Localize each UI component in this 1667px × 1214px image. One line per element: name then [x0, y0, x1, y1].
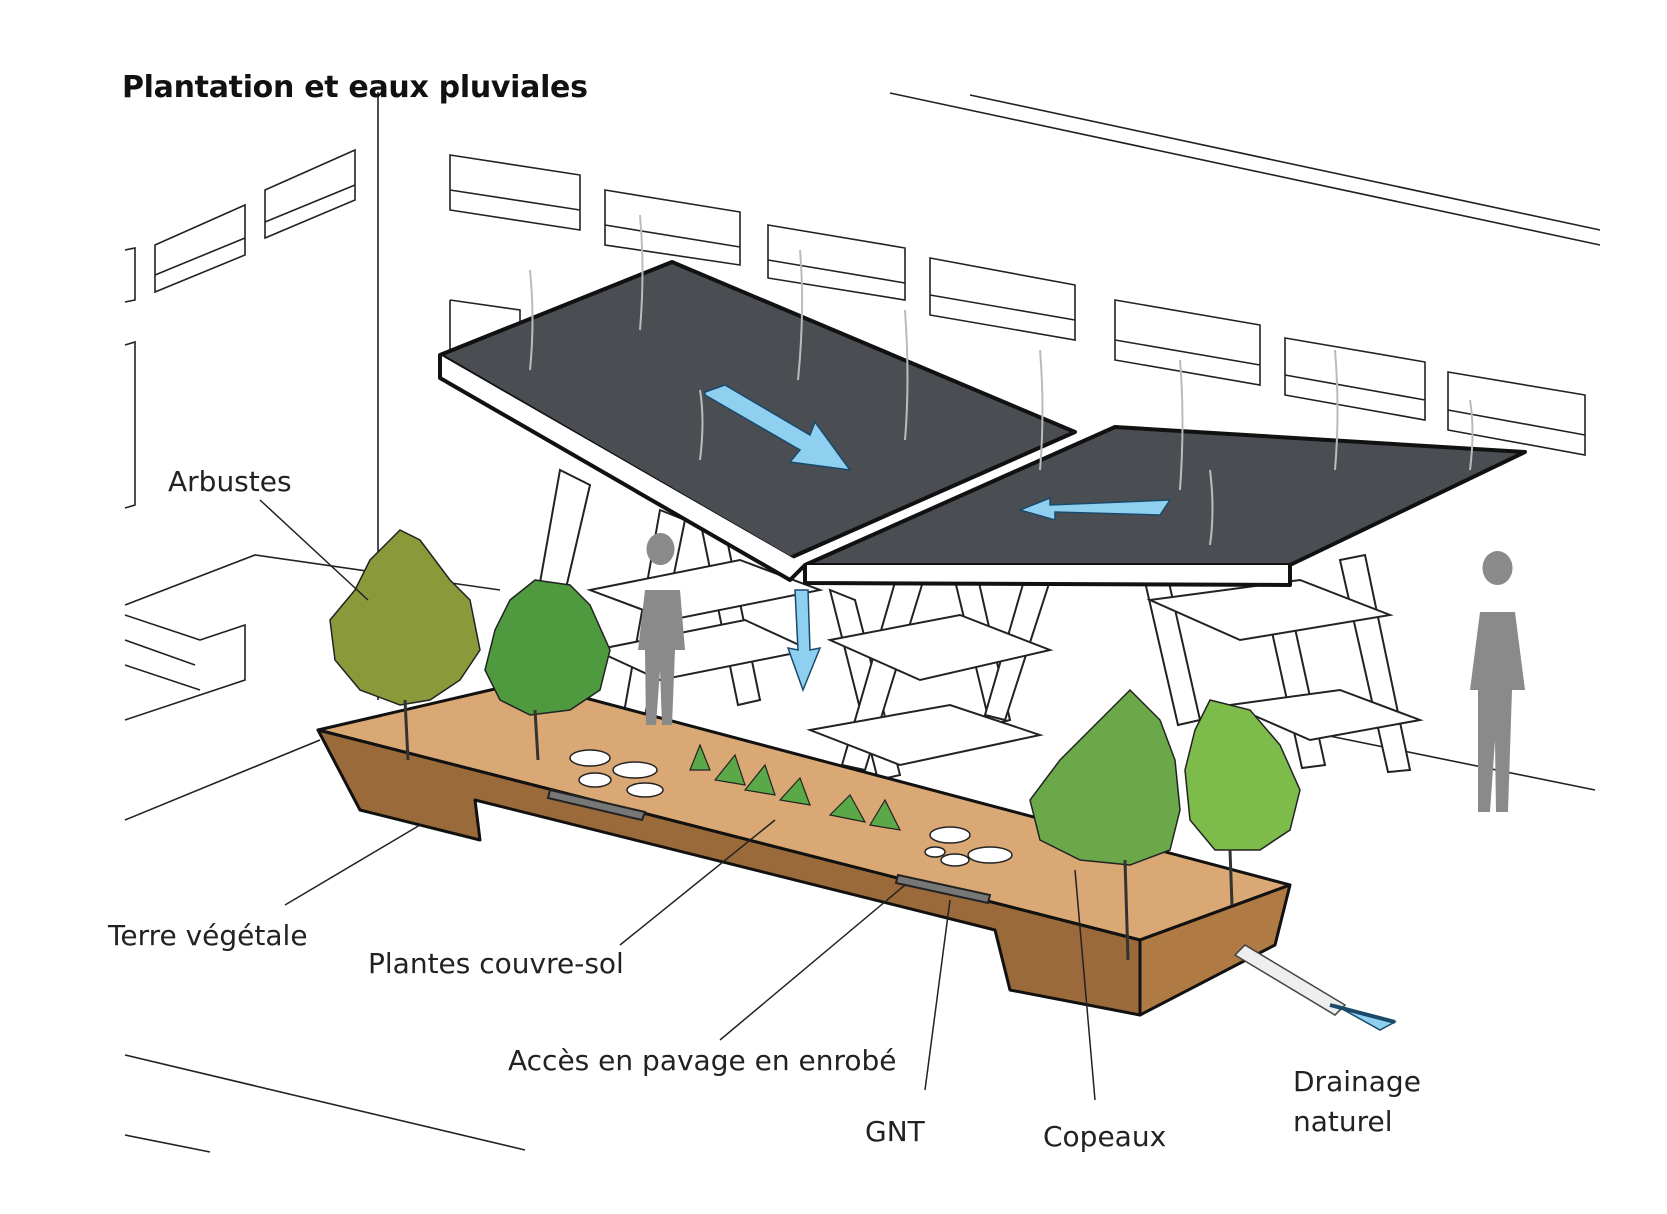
shrub-olive: [329, 529, 481, 706]
label-gnt: GNT: [865, 1115, 925, 1148]
label-drainage-line1: Drainage: [1293, 1065, 1421, 1098]
water-arrow-roof-right: [1017, 496, 1172, 521]
label-copeaux: Copeaux: [1043, 1120, 1167, 1153]
planter-section: [316, 680, 1292, 1017]
grates: [546, 788, 992, 905]
label-terre-vegetale: Terre végétale: [108, 919, 308, 952]
building-background: [124, 92, 1601, 1153]
person-silhouette-right: [1470, 551, 1525, 812]
label-acces-pavage: Accès en pavage en enrobé: [508, 1044, 897, 1077]
tree-green-right: [1029, 688, 1181, 866]
shrub-green-left: [484, 579, 611, 716]
label-arbustes: Arbustes: [168, 465, 292, 498]
label-drainage-line2: naturel: [1293, 1105, 1393, 1138]
planter-end-wall: [1138, 883, 1292, 1017]
rain-streaks: [529, 214, 1474, 546]
water-flow-arrows: [704, 384, 1172, 693]
people: [638, 533, 1525, 812]
tree-light-right: [1184, 699, 1301, 851]
ground-cover-plants: [689, 743, 902, 831]
leader-lines: [259, 499, 1096, 1101]
trees: [329, 529, 1301, 961]
pergola-frame: [518, 468, 1424, 782]
person-silhouette-left: [638, 533, 685, 725]
label-plantes-couvre-sol: Plantes couvre-sol: [368, 947, 624, 980]
drainage-pipe: [1233, 944, 1397, 1031]
page-title: Plantation et eaux pluviales: [122, 70, 588, 105]
roof-panels: [438, 260, 1527, 587]
water-arrow-downspout: [786, 589, 822, 693]
paving-stones: [569, 749, 1013, 867]
water-arrow-roof-left: [704, 384, 852, 471]
